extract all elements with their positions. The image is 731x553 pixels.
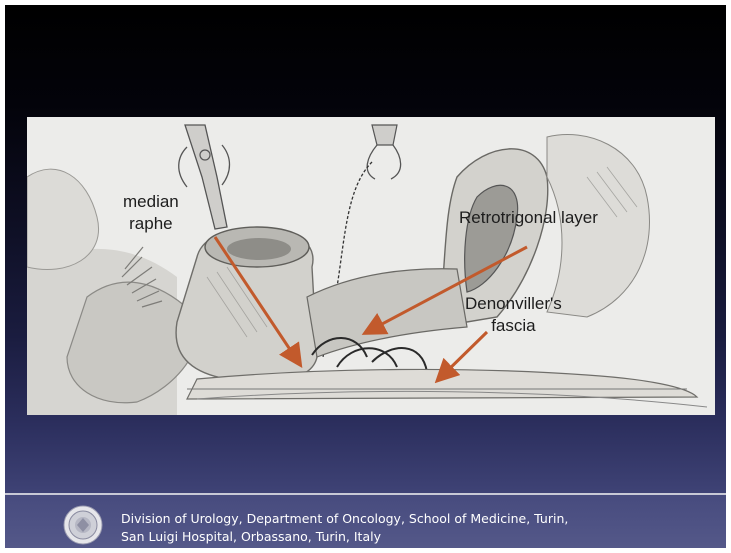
label-denonvillers-line1: Denonviller's	[465, 293, 562, 315]
footer-line1: Division of Urology, Department of Oncol…	[121, 510, 568, 528]
label-median-raphe-line2: raphe	[123, 213, 179, 235]
surgical-drawing	[27, 117, 715, 415]
label-median-raphe: median raphe	[123, 191, 179, 235]
surgical-illustration: median raphe Retrotrigonal layer Denonvi…	[27, 117, 715, 415]
footer-line2: San Luigi Hospital, Orbassano, Turin, It…	[121, 528, 568, 546]
university-seal-icon	[63, 505, 103, 545]
presentation-slide: median raphe Retrotrigonal layer Denonvi…	[5, 5, 726, 548]
label-retrotrigonal: Retrotrigonal layer	[459, 207, 598, 229]
label-denonvillers: Denonviller's fascia	[465, 293, 562, 337]
label-denonvillers-line2: fascia	[465, 315, 562, 337]
label-median-raphe-line1: median	[123, 191, 179, 213]
footer-affiliation: Division of Urology, Department of Oncol…	[121, 510, 568, 546]
